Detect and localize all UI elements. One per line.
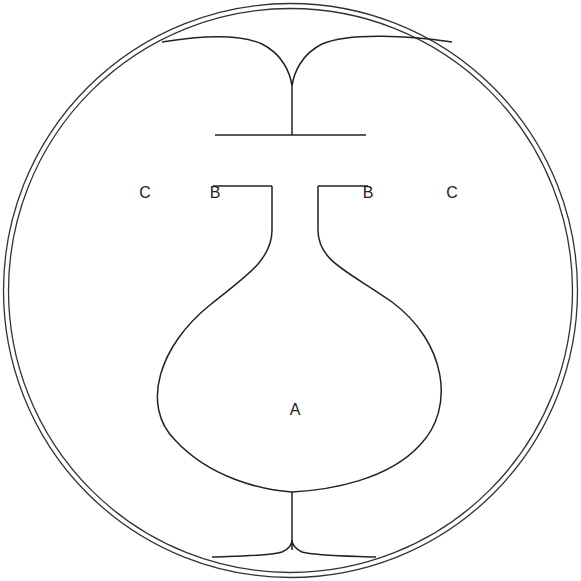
part-letter: C bbox=[446, 185, 458, 201]
part-letter: A bbox=[290, 402, 301, 418]
part-letter: B bbox=[363, 185, 374, 201]
part-letter: C bbox=[139, 185, 151, 201]
flask-outline bbox=[140, 180, 460, 496]
flask-shape: A bbox=[140, 180, 460, 496]
part-letter: B bbox=[210, 185, 221, 201]
